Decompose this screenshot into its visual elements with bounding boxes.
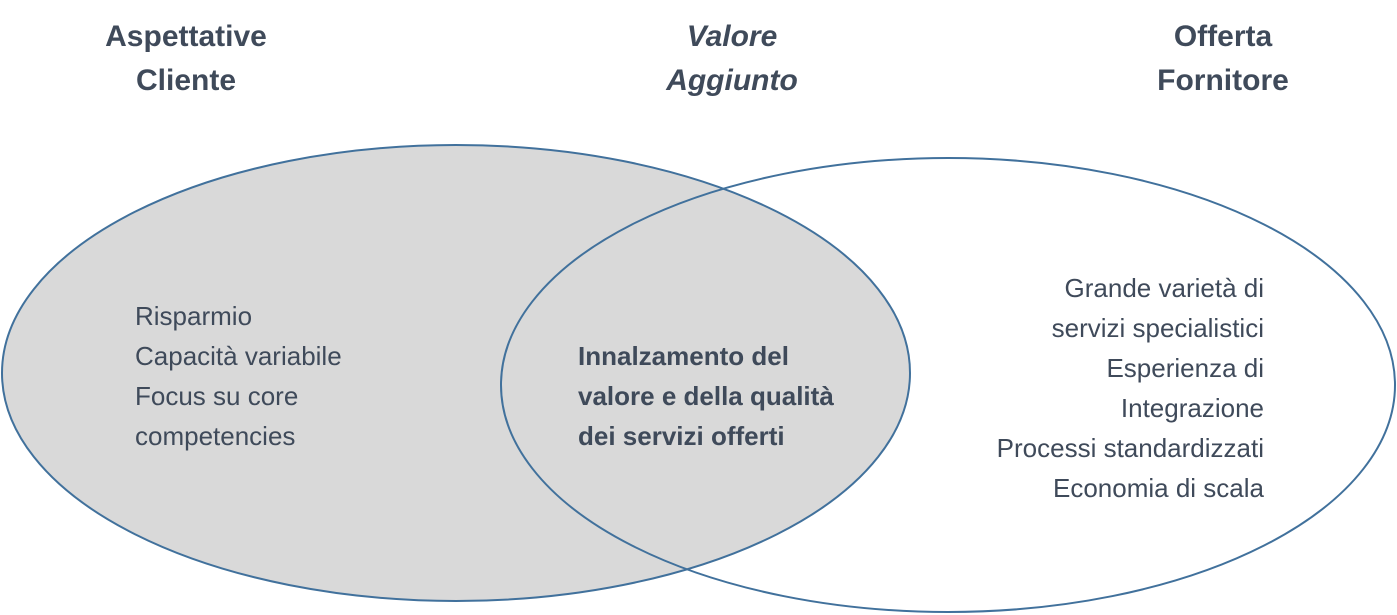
list-item: Innalzamento del: [578, 341, 789, 371]
list-item: servizi specialistici: [1051, 313, 1264, 343]
title-client-expectations: Aspettative Cliente: [36, 15, 336, 103]
title-line: Aggiunto: [666, 64, 798, 97]
list-item: valore e della qualità: [578, 381, 834, 411]
list-item: Focus su core: [135, 381, 299, 411]
added-value-text: Innalzamento del valore e della qualità …: [578, 336, 834, 456]
title-line: Valore: [686, 20, 778, 53]
list-item: Capacità variabile: [135, 341, 342, 371]
client-ellipse: [1, 144, 911, 602]
list-item: competencies: [135, 421, 296, 451]
title-line: Cliente: [135, 64, 237, 97]
supplier-ellipse: [500, 157, 1396, 613]
list-item: Economia di scala: [1053, 473, 1264, 503]
title-supplier-offer: Offerta Fornitore: [1073, 15, 1373, 103]
list-item: Risparmio: [135, 301, 253, 331]
list-item: Processi standardizzati: [996, 433, 1264, 463]
title-line: Aspettative: [105, 20, 267, 53]
title-line: Fornitore: [1157, 64, 1289, 97]
list-item: Grande varietà di: [1064, 273, 1264, 303]
list-item: Esperienza di: [1106, 353, 1264, 383]
list-item: dei servizi offerti: [578, 421, 785, 451]
title-added-value: Valore Aggiunto: [582, 15, 882, 103]
title-line: Offerta: [1173, 20, 1273, 53]
client-expectations-list: Risparmio Capacità variabile Focus su co…: [135, 296, 342, 456]
list-item: Integrazione: [1120, 393, 1264, 423]
supplier-offer-list: Grande varietà di servizi specialistici …: [997, 268, 1264, 508]
